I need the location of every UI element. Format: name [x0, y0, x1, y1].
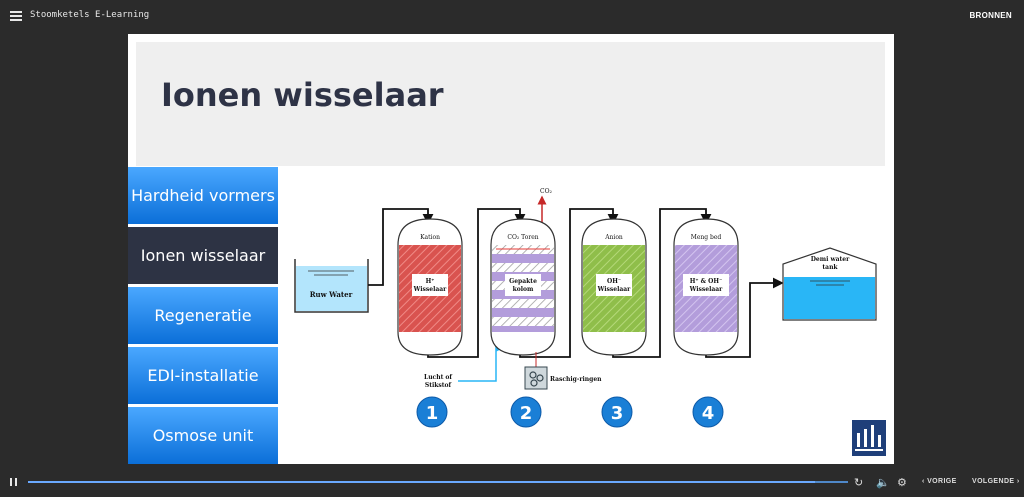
step-2-number: 2	[520, 403, 533, 424]
next-label: VOLGENDE	[972, 478, 1015, 485]
pipe-tower-to-anion	[519, 208, 619, 358]
nav-osmose-unit[interactable]: Osmose unit	[128, 407, 278, 464]
raschig-rings-image	[524, 366, 548, 390]
settings-gear-icon[interactable]: ⚙	[897, 476, 907, 489]
company-logo	[852, 420, 886, 456]
player-control-bar: ↻ 🔈 ⚙ ‹ VORIGE VOLGENDE ›	[0, 468, 1024, 497]
pipe-kation-to-tower	[427, 208, 526, 358]
kation-label-1: H⁺	[426, 278, 435, 285]
step-1-badge: 1	[416, 396, 448, 428]
progress-bar[interactable]	[28, 481, 848, 483]
nav-hardheid-vormers[interactable]: Hardheid vormers	[128, 167, 278, 225]
resources-button[interactable]: BRONNEN	[969, 11, 1012, 20]
co2-tower-label-1: Gepakte	[509, 278, 537, 285]
step-3-badge: 3	[601, 396, 633, 428]
kation-top-label: Kation	[420, 234, 440, 241]
anion-column: Anion OH⁻ Wisselaar	[581, 218, 647, 356]
demi-tank-label-1: Demi water	[811, 256, 850, 263]
step-4-badge: 4	[692, 396, 724, 428]
raschig-label: Raschig-ringen	[550, 376, 602, 383]
pipe-anion-to-mixed	[612, 208, 712, 358]
anion-top-label: Anion	[604, 234, 623, 241]
air-label-2: Stikstof	[425, 382, 452, 389]
top-bar: Stoomketels E-Learning BRONNEN	[0, 0, 1024, 32]
step-2-badge: 2	[510, 396, 542, 428]
raw-water-tank: Ruw Water	[294, 259, 369, 313]
co2-tower-top-label: CO₂ Toren	[507, 234, 538, 241]
previous-label: VORIGE	[927, 478, 957, 485]
anion-label-1: OH⁻	[607, 278, 621, 285]
next-button[interactable]: VOLGENDE ›	[972, 478, 1020, 485]
slide: Ionen wisselaar Hardheid vormers Ionen w…	[128, 34, 894, 464]
demi-tank-label-2: tank	[822, 264, 838, 271]
app-title: Stoomketels E-Learning	[30, 10, 150, 20]
mixed-bed-label-2: Wisselaar	[689, 286, 724, 293]
kation-column: Kation H⁺ Wisselaar	[397, 218, 463, 356]
co2-out-label: CO₂	[540, 188, 553, 195]
step-3-number: 3	[611, 403, 624, 424]
kation-label-2: Wisselaar	[413, 286, 448, 293]
previous-button[interactable]: ‹ VORIGE	[922, 478, 957, 485]
nav-edi-installatie[interactable]: EDI-installatie	[128, 347, 278, 405]
air-label-1: Lucht of	[424, 374, 452, 381]
replay-icon[interactable]: ↻	[854, 476, 864, 489]
title-banner: Ionen wisselaar	[136, 42, 885, 166]
air-inlet-pipe	[458, 342, 506, 382]
mixed-bed-column: Meng bed H⁺ & OH⁻ Wisselaar	[673, 218, 739, 356]
co2-tower-label-2: kolom	[513, 286, 534, 293]
volume-icon[interactable]: 🔈	[876, 476, 890, 489]
co2-tower: CO₂ Toren CO₂ Gepakte kolom	[490, 188, 556, 356]
pipe-raw-to-kation	[368, 208, 434, 286]
nav-regeneratie[interactable]: Regeneratie	[128, 287, 278, 345]
ion-exchange-diagram: Ruw Water Kation H⁺ Wisselaar	[294, 188, 886, 456]
mixed-bed-label-1: H⁺ & OH⁻	[690, 278, 723, 285]
menu-icon[interactable]	[10, 11, 22, 21]
nav-ionen-wisselaar[interactable]: Ionen wisselaar	[128, 227, 278, 285]
mixed-bed-top-label: Meng bed	[691, 234, 722, 241]
step-4-number: 4	[702, 403, 715, 424]
pause-icon[interactable]	[9, 478, 19, 488]
progress-fill	[28, 481, 816, 483]
slide-title: Ionen wisselaar	[161, 76, 444, 114]
demi-water-tank: Demi water tank	[782, 247, 877, 321]
step-1-number: 1	[426, 403, 439, 424]
anion-label-2: Wisselaar	[597, 286, 632, 293]
raw-water-label: Ruw Water	[310, 290, 353, 299]
